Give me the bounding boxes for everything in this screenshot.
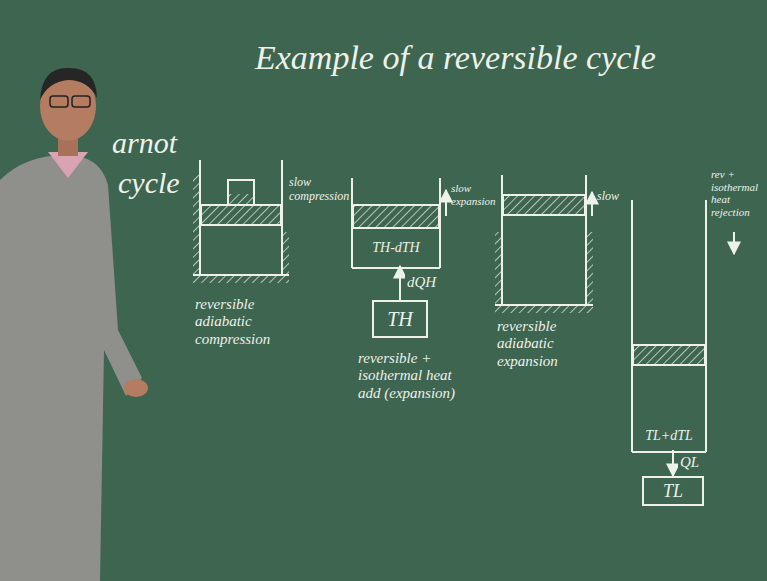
cylinder-three [495, 175, 593, 313]
reservoir-box: TH [372, 300, 428, 338]
hair [40, 68, 97, 100]
heat-label: dQH [405, 274, 438, 291]
glasses [50, 96, 68, 107]
hand [124, 379, 148, 397]
weight [228, 180, 254, 205]
heat-label: QL [678, 454, 701, 471]
cylinder-four [632, 200, 734, 452]
heat-flow-arrow [672, 450, 674, 476]
insulation-hatch [495, 232, 501, 305]
process-note: rev + isothermal heat rejection [711, 168, 765, 219]
piston [633, 345, 705, 365]
gas-region: TH-dTH [354, 230, 438, 266]
cylinder-two [352, 178, 446, 268]
process-caption: reversible + isothermal heat add (expans… [358, 350, 462, 402]
process-caption: reversible adiabatic compression [195, 296, 287, 348]
motion-arrow [591, 192, 593, 216]
cylinder-base [495, 304, 593, 306]
gas-region: TL+dTL [634, 367, 704, 450]
process-caption: reversible adiabatic expansion [497, 318, 589, 370]
heat-flow-arrow [399, 266, 401, 300]
temperature-label: TL+dTL [645, 428, 693, 444]
board-heading: arnot [112, 126, 202, 161]
board-title: Example of a reversible cycle [255, 38, 656, 77]
cylinder-base [352, 267, 440, 269]
motion-arrow [733, 232, 735, 254]
cylinder-base [632, 451, 706, 453]
process-note: slow compression [289, 176, 347, 204]
glasses [72, 96, 90, 107]
reservoir-box: TL [642, 476, 704, 506]
board-heading: cycle [118, 166, 208, 201]
cylinder-wall [631, 200, 633, 452]
sweater [0, 155, 142, 581]
cylinder-base [193, 274, 289, 276]
insulation-hatch [587, 232, 593, 305]
cylinder-wall [705, 200, 707, 452]
piston [201, 205, 281, 225]
process-note: slow expansion [451, 182, 499, 207]
temperature-label: TH-dTH [372, 240, 419, 256]
insulation-hatch [283, 232, 289, 275]
motion-arrow [445, 190, 447, 216]
insulation-hatch [193, 276, 289, 283]
reservoir-temperature: TL [663, 481, 683, 502]
process-note: slow [597, 190, 629, 204]
insulation-hatch [495, 306, 593, 313]
insulation-hatch [193, 175, 199, 275]
reservoir-temperature: TH [387, 308, 413, 331]
weight-hatch [229, 194, 253, 204]
cylinder-one [193, 160, 289, 283]
piston [353, 205, 439, 228]
piston [503, 195, 585, 215]
